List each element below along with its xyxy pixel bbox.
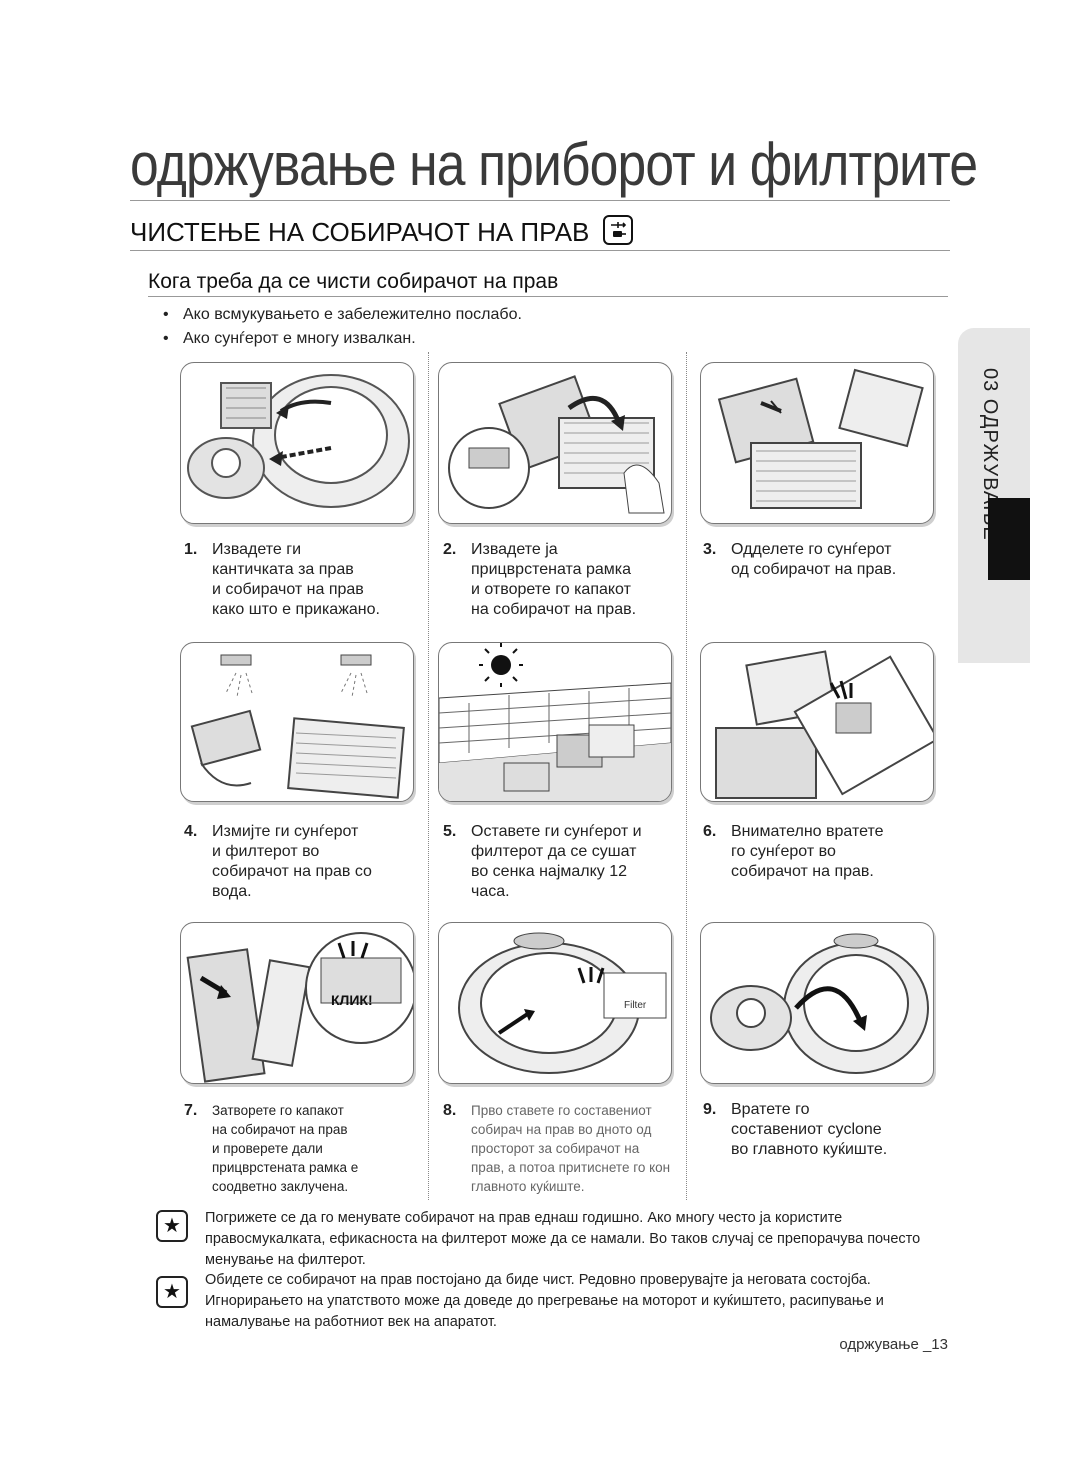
step-line: филтерот да се сушат (471, 843, 637, 860)
step-line: просторот за собирачот на (471, 1141, 640, 1156)
step-number: 1. (184, 541, 198, 558)
bullet-item: Ако всмукувањето е забележително послабо… (163, 303, 522, 327)
step-line: вода. (212, 883, 252, 900)
step-number: 4. (184, 823, 198, 840)
step-line: како што е прикажано. (212, 601, 380, 618)
step-8-illustration: Filter (438, 922, 672, 1084)
section-rule (130, 250, 950, 251)
step-line: Измијте ги сунѓерот (212, 823, 359, 840)
star-note-icon: ★ (156, 1210, 188, 1242)
page-title: одржување на приборот и филтрите (130, 131, 978, 198)
star-note-icon: ★ (156, 1276, 188, 1308)
step-line: собирачот на прав со (212, 863, 372, 880)
step-9: 9. Вратете го составениот cyclone во гла… (703, 1100, 888, 1160)
step-7: 7. Затворете го капакот на собирачот на … (184, 1101, 359, 1196)
step-line: и собирачот на прав (212, 581, 364, 598)
step-line: Оставете ги сунѓерот и (471, 823, 642, 840)
step-line: главното куќиште. (471, 1179, 585, 1194)
step-line: Внимателно вратете (731, 823, 884, 840)
step-line: прав, а потоа притиснете го кон (471, 1160, 671, 1175)
step-line: и филтерот во (212, 843, 320, 860)
step-line: кантичката за прав (212, 561, 354, 578)
step-3-illustration (700, 362, 934, 524)
title-rule (130, 200, 950, 201)
step-line: и отворете го капакот (471, 581, 631, 598)
step-6-illustration (700, 642, 934, 802)
step-line: Одделете го сунѓерот (731, 541, 892, 558)
step-line: Извадете ја (471, 541, 558, 558)
step-line: Затворете го капакот (212, 1103, 344, 1118)
step-number: 7. (184, 1102, 198, 1119)
step-line: на собирачот на прав (212, 1122, 348, 1137)
step-7-illustration: КЛИК! (180, 922, 414, 1084)
step-line: Вратете го (731, 1101, 810, 1118)
step-number: 2. (443, 541, 457, 558)
step-9-illustration (700, 922, 934, 1084)
step-3: 3. Одделете го сунѓерот од собирачот на … (703, 540, 897, 580)
step-line: на собирачот на прав. (471, 601, 637, 618)
step-1: 1. Извадете ги кантичката за прав и соби… (184, 540, 380, 620)
step-line: соодветно заклучена. (212, 1179, 349, 1194)
chapter-tab-marker (988, 498, 1030, 580)
click-label: КЛИК! (331, 992, 373, 1008)
step-line: во главното куќиште. (731, 1141, 888, 1158)
chapter-tab-label: 03 ОДРЖУВАЊЕ (979, 368, 1001, 541)
step-line: собирачот на прав. (731, 863, 874, 880)
column-divider (428, 352, 429, 1200)
step-line: го сунѓерот во (731, 843, 836, 860)
chapter-side-tab[interactable]: 03 ОДРЖУВАЊЕ (958, 328, 1030, 663)
section-title-text: ЧИСТЕЊЕ НА СОБИРАЧОТ НА ПРАВ (130, 217, 590, 247)
step-number: 5. (443, 823, 457, 840)
step-2-illustration (438, 362, 672, 524)
step-1-illustration (180, 362, 414, 524)
step-4: 4. Измијте ги сунѓерот и филтерот во соб… (184, 822, 372, 902)
step-5-illustration (438, 642, 672, 802)
section-title: ЧИСТЕЊЕ НА СОБИРАЧОТ НА ПРАВ (130, 215, 633, 248)
step-6: 6. Внимателно вратете го сунѓерот во соб… (703, 822, 884, 882)
plug-icon (602, 215, 633, 245)
filter-label: Filter (624, 1000, 647, 1011)
step-line: прицврстената рамка е (212, 1160, 359, 1175)
step-line: собирач на прав во дното од (471, 1122, 652, 1137)
step-line: од собирачот на прав. (731, 561, 897, 578)
subsection-title: Кога треба да се чисти собирачот на прав (148, 270, 559, 293)
step-line: во сенка најмалку 12 (471, 863, 628, 880)
step-5: 5. Оставете ги сунѓерот и филтерот да се… (443, 822, 642, 902)
step-number: 8. (443, 1102, 457, 1119)
step-line: и проверете дали (212, 1141, 323, 1156)
step-2: 2. Извадете ја прицврстената рамка и отв… (443, 540, 637, 620)
note-2: Обидете се собирачот на прав постојано д… (205, 1272, 884, 1330)
bullet-list: Ако всмукувањето е забележително послабо… (163, 303, 522, 351)
step-line: Прво ставете го составениот (471, 1103, 652, 1118)
subsection-rule (148, 296, 948, 297)
page-footer: одржување _13 (839, 1336, 948, 1353)
note-1: Погрижете се да го менувате собирачот на… (205, 1210, 921, 1268)
step-4-illustration (180, 642, 414, 802)
step-number: 6. (703, 823, 717, 840)
column-divider (686, 352, 687, 1200)
step-number: 9. (703, 1101, 717, 1118)
step-line: Извадете ги (212, 541, 302, 558)
bullet-item: Ако сунѓерот е многу извалкан. (163, 327, 522, 351)
step-line: прицврстената рамка (471, 561, 632, 578)
step-line: часа. (471, 883, 510, 900)
step-8: 8. Прво ставете го составениот собирач н… (443, 1101, 671, 1196)
step-line: составениот cyclone (731, 1121, 882, 1138)
step-number: 3. (703, 541, 717, 558)
